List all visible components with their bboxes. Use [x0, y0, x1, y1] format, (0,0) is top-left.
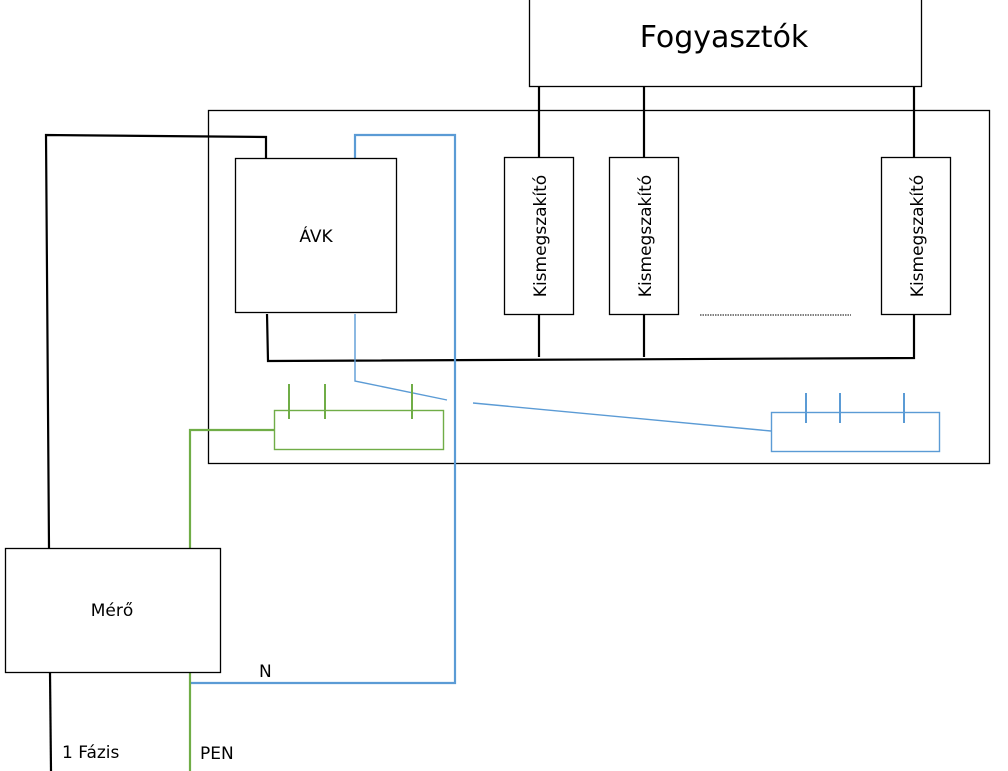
rcd-box: [234, 157, 398, 314]
phase-wire-meter-to-rcd: [44, 133, 268, 549]
meter-label: Mérő: [91, 601, 134, 621]
neutral-wire-to-bar: [472, 402, 772, 432]
consumers-label: Fogyasztók: [640, 20, 809, 55]
neutral-wire-rcd-out: [354, 314, 448, 401]
breaker-2-label: Kismegszakító: [636, 175, 656, 297]
neutral-terminal-bar: [770, 411, 941, 453]
phase-incoming-wire: [48, 671, 53, 771]
distribution-board: [207, 109, 991, 465]
breaker-3-label: Kismegszakító: [908, 175, 928, 297]
pen-wire-label: PEN: [200, 744, 234, 764]
pe-terminal-bar: [273, 409, 445, 451]
breaker-2-box: [608, 156, 680, 316]
neutral-wire-main: [190, 133, 457, 685]
neutral-wire-label: N: [259, 662, 272, 682]
breaker-1-box: [503, 156, 575, 316]
consumers-box: [528, 0, 923, 88]
breaker-1-label: Kismegszakító: [531, 175, 551, 297]
breaker-3-box: [880, 156, 952, 316]
meter-box: [4, 547, 222, 674]
phase-busbar: [265, 313, 916, 363]
phase-wire-label: 1 Fázis: [62, 743, 120, 763]
rcd-label: ÁVK: [299, 225, 333, 247]
